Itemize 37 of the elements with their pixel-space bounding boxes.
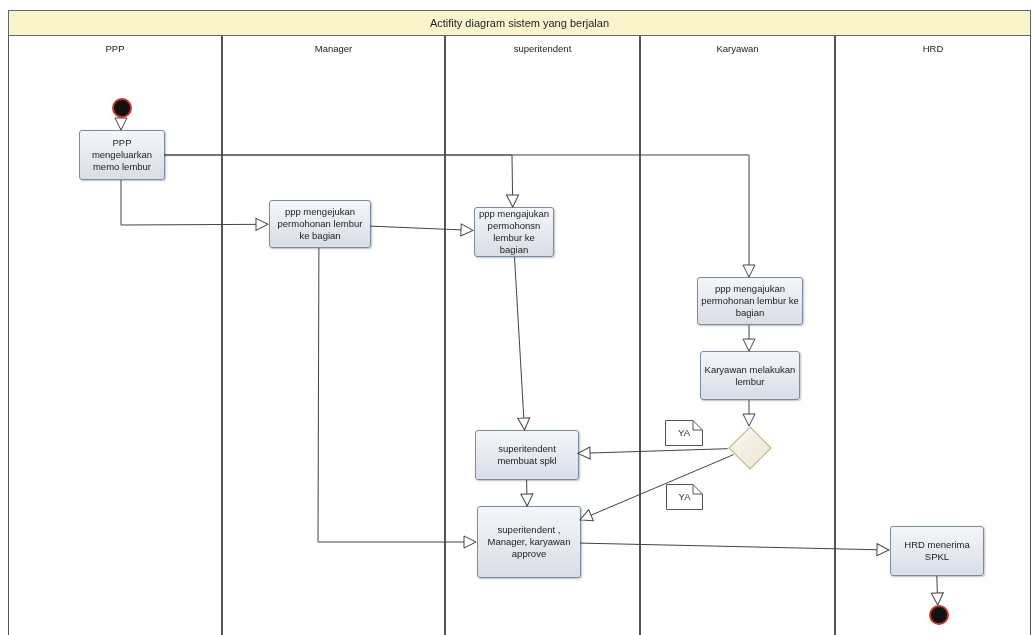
action-box: superitendent membuat spkl xyxy=(475,430,579,480)
note: YA xyxy=(666,484,703,510)
arrow xyxy=(163,154,756,278)
swimlane xyxy=(445,36,640,635)
action-box: Karyawan melakukan lembur xyxy=(700,351,800,400)
arrow xyxy=(577,446,729,460)
swimlane xyxy=(222,36,445,635)
arrow xyxy=(514,256,531,431)
lane-label: superitendent xyxy=(513,43,572,54)
arrow xyxy=(742,324,756,352)
lane-label: HRD xyxy=(922,43,944,54)
swimlane xyxy=(8,36,222,635)
arrow xyxy=(317,247,477,549)
action-box: PPP mengeluarkan memo lembur xyxy=(79,130,165,180)
action-box: HRD menerima SPKL xyxy=(890,526,984,576)
diagram-title: Actifity diagram sistem yang berjalan xyxy=(429,15,610,31)
arrow xyxy=(579,542,890,557)
swimlane xyxy=(835,36,1031,635)
arrow xyxy=(742,399,756,427)
decision-diamond xyxy=(728,426,772,470)
action-box: ppp mengajukan permohonan lembur ke bagian xyxy=(697,277,803,325)
lane-label: PPP xyxy=(105,43,125,54)
action-box: superitendent , Manager, karyawan approve xyxy=(477,506,581,578)
terminal-node xyxy=(929,605,949,625)
arrow xyxy=(930,575,944,606)
terminal-node xyxy=(112,98,132,118)
lane-label: Manager xyxy=(314,43,353,54)
action-box: ppp mengejukan permohonan lembur ke bagian xyxy=(269,200,371,248)
arrow xyxy=(120,179,269,231)
arrow xyxy=(520,479,534,507)
swimlane xyxy=(640,36,835,635)
arrow xyxy=(579,454,735,522)
lane-label: Karyawan xyxy=(716,43,759,54)
note: YA xyxy=(665,420,703,446)
arrow xyxy=(114,117,128,131)
arrow xyxy=(369,223,474,237)
action-box: ppp mengajukan permohonsn lembur ke bagian xyxy=(474,207,554,257)
